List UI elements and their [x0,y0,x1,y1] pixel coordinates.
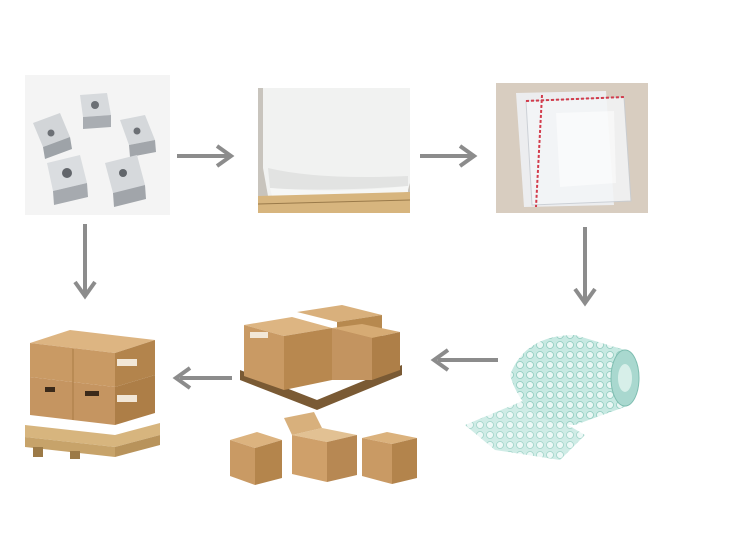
arrow-left-2 [172,365,234,391]
arrow-down-right [572,225,598,307]
block-icon [80,93,111,129]
foam-sheet-photo [258,88,410,213]
aluminum-blocks-photo [25,75,170,215]
plastic-bag-photo [496,83,648,213]
arrow-down-left [72,222,98,300]
arrow-left-1 [430,347,500,373]
arrow-right-1 [175,143,235,169]
cartons-photo [222,300,417,490]
palletized-cartons-photo [25,325,160,470]
arrow-right-2 [418,143,478,169]
